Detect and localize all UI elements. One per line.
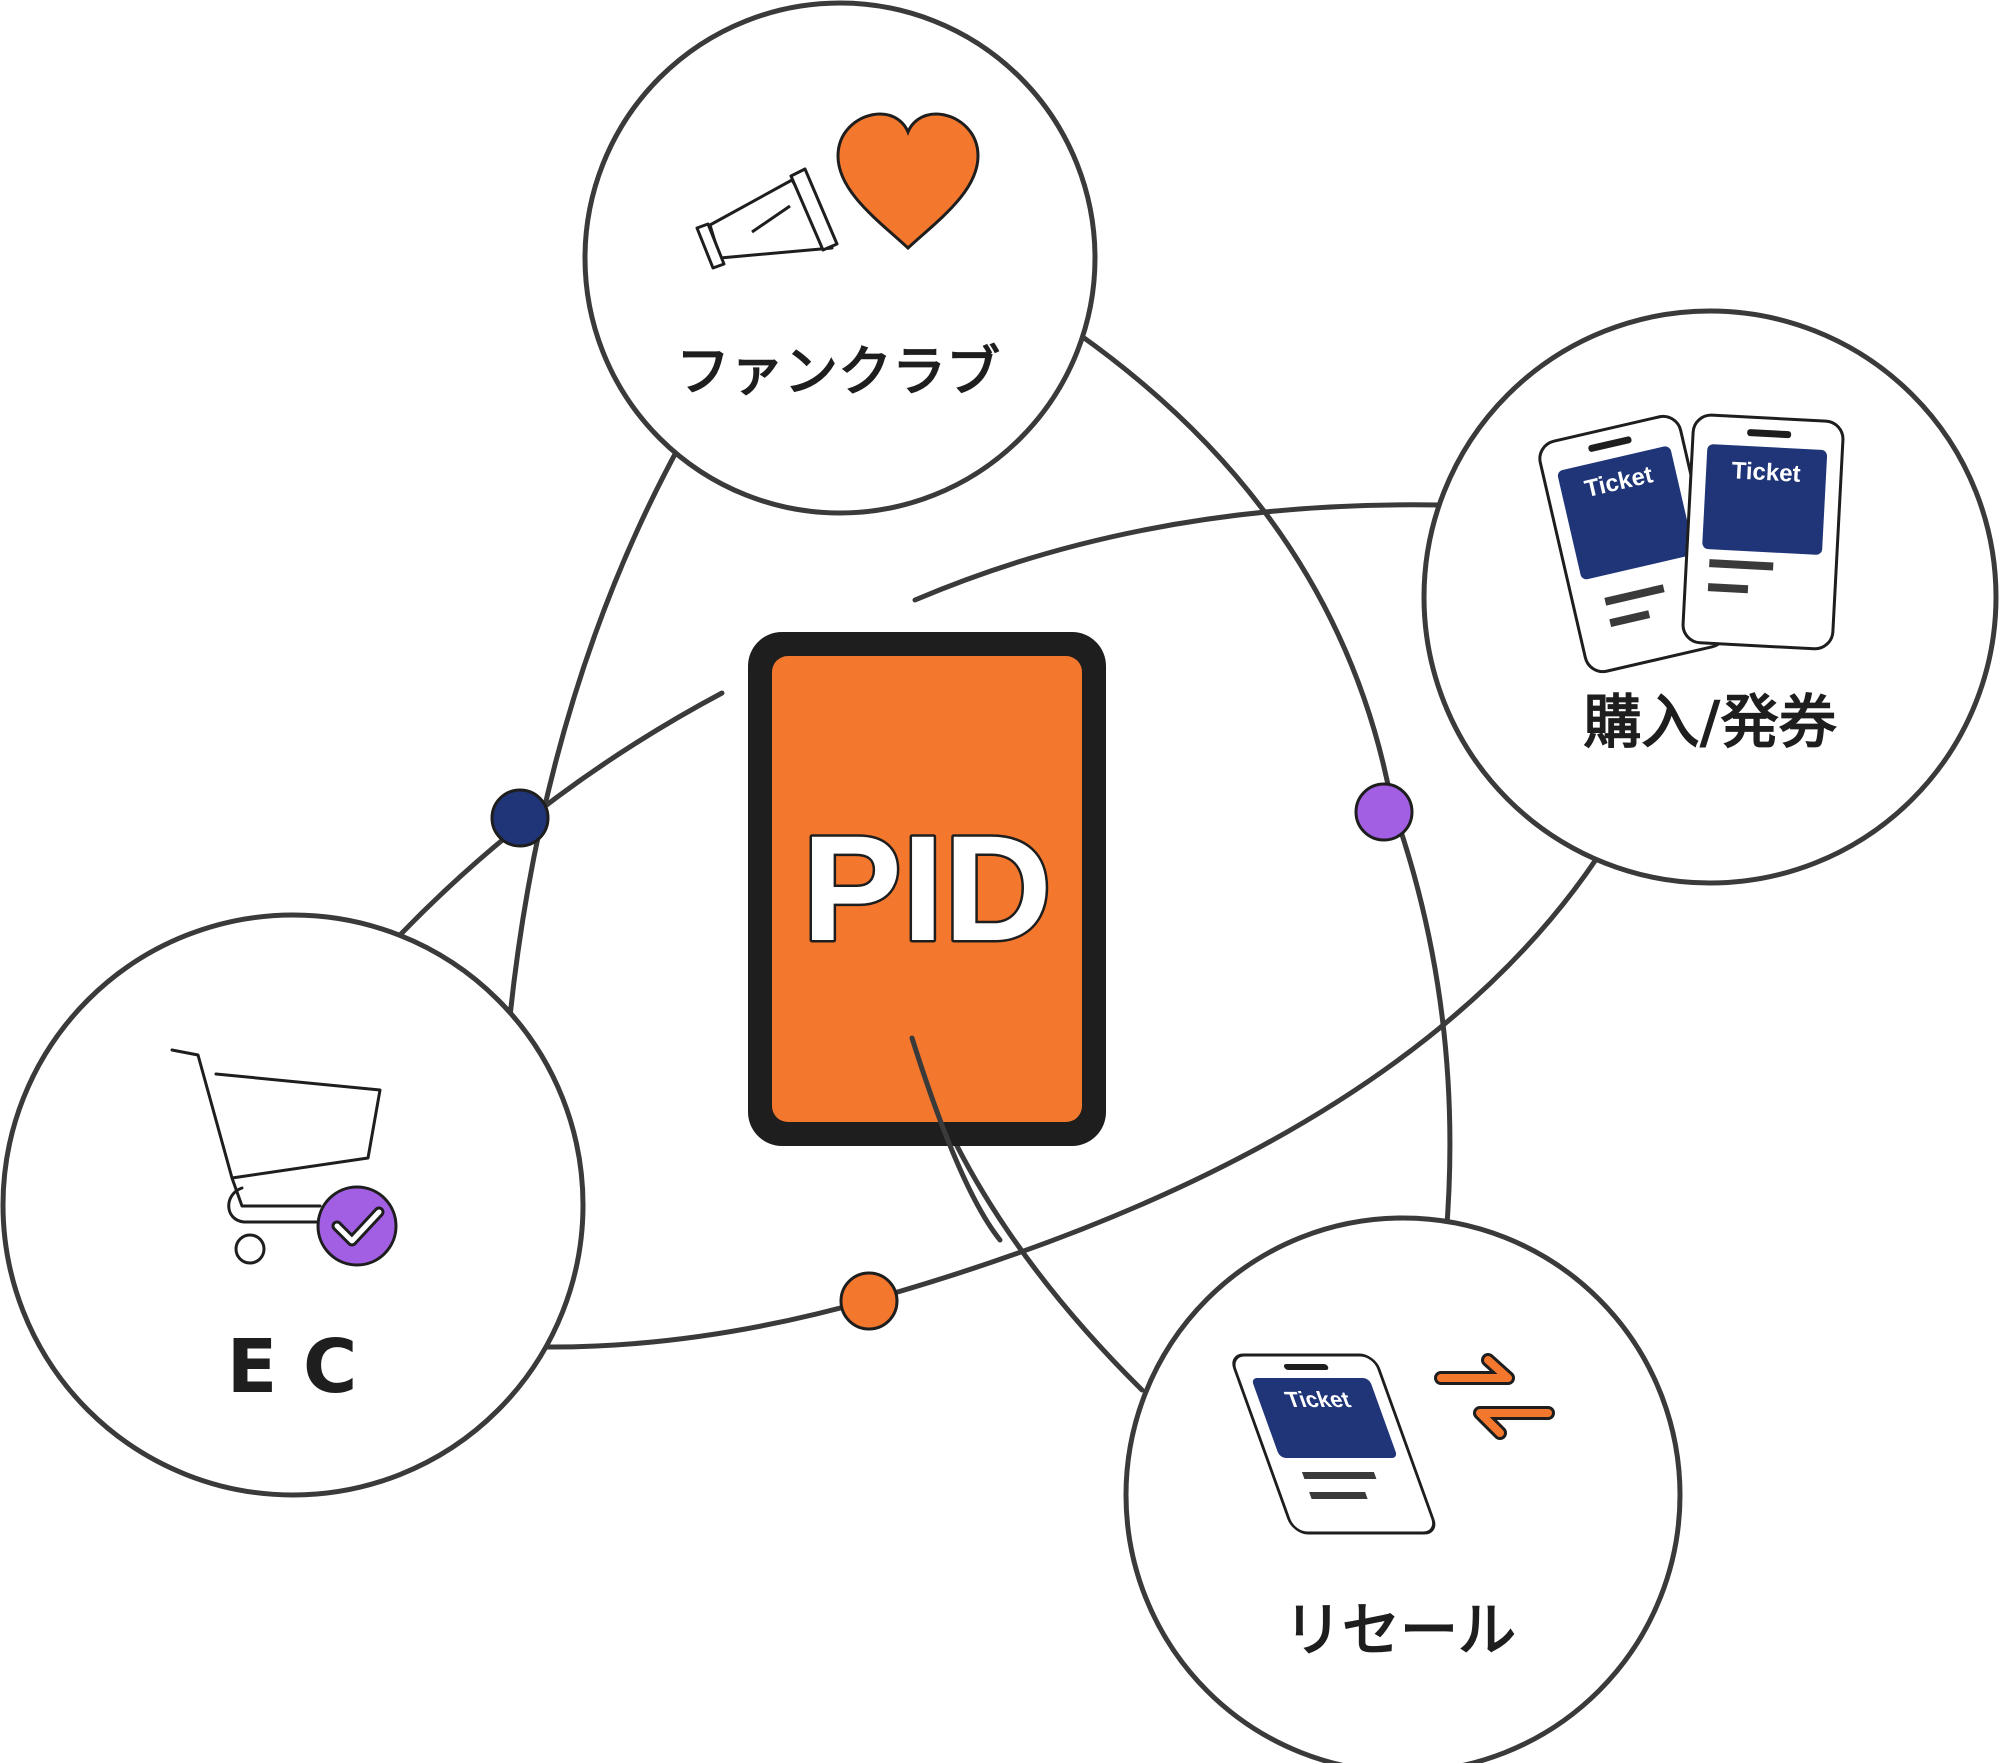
shopping-cart-icon	[170, 1048, 382, 1265]
node-purchase-label: 購入/発券	[1583, 688, 1837, 756]
resale-ticket-text: Ticket	[1282, 1387, 1355, 1412]
node-resale: Ticket リセール	[1123, 1215, 1683, 1763]
ticket-phone-icon: Ticket	[1681, 413, 1845, 651]
ticket-phone-icon: Ticket	[1232, 1353, 1436, 1535]
exchange-arrows-icon	[1434, 1353, 1555, 1440]
node-fanclub-circle	[582, 0, 1098, 516]
node-fanclub-label: ファンクラブ	[676, 340, 1000, 403]
orbit-center-overlay	[909, 1035, 1003, 1243]
connector-dot-purple	[1354, 782, 1414, 842]
node-purchase: Ticket Ticket 購入/発券	[1421, 308, 1999, 886]
check-badge-icon	[316, 1185, 398, 1267]
node-resale-label: リセール	[1284, 1596, 1516, 1664]
connector-dot-orange	[839, 1271, 899, 1331]
ticket-right-text: Ticket	[1731, 457, 1801, 488]
node-ec: E C	[0, 912, 586, 1498]
connector-dot-navy	[490, 788, 550, 848]
node-ec-label: E C	[227, 1324, 358, 1410]
orbit-top	[912, 502, 1443, 603]
pid-device: PID	[748, 632, 1106, 1146]
pid-label: PID	[802, 804, 1052, 972]
megaphone-icon	[695, 167, 839, 270]
pid-device-screen	[772, 656, 1082, 1122]
orbit-left-arc	[397, 690, 725, 938]
ticket-phone-icon: Ticket	[1538, 414, 1728, 674]
node-fanclub: ファンクラブ	[582, 0, 1098, 516]
heart-icon	[836, 112, 980, 251]
